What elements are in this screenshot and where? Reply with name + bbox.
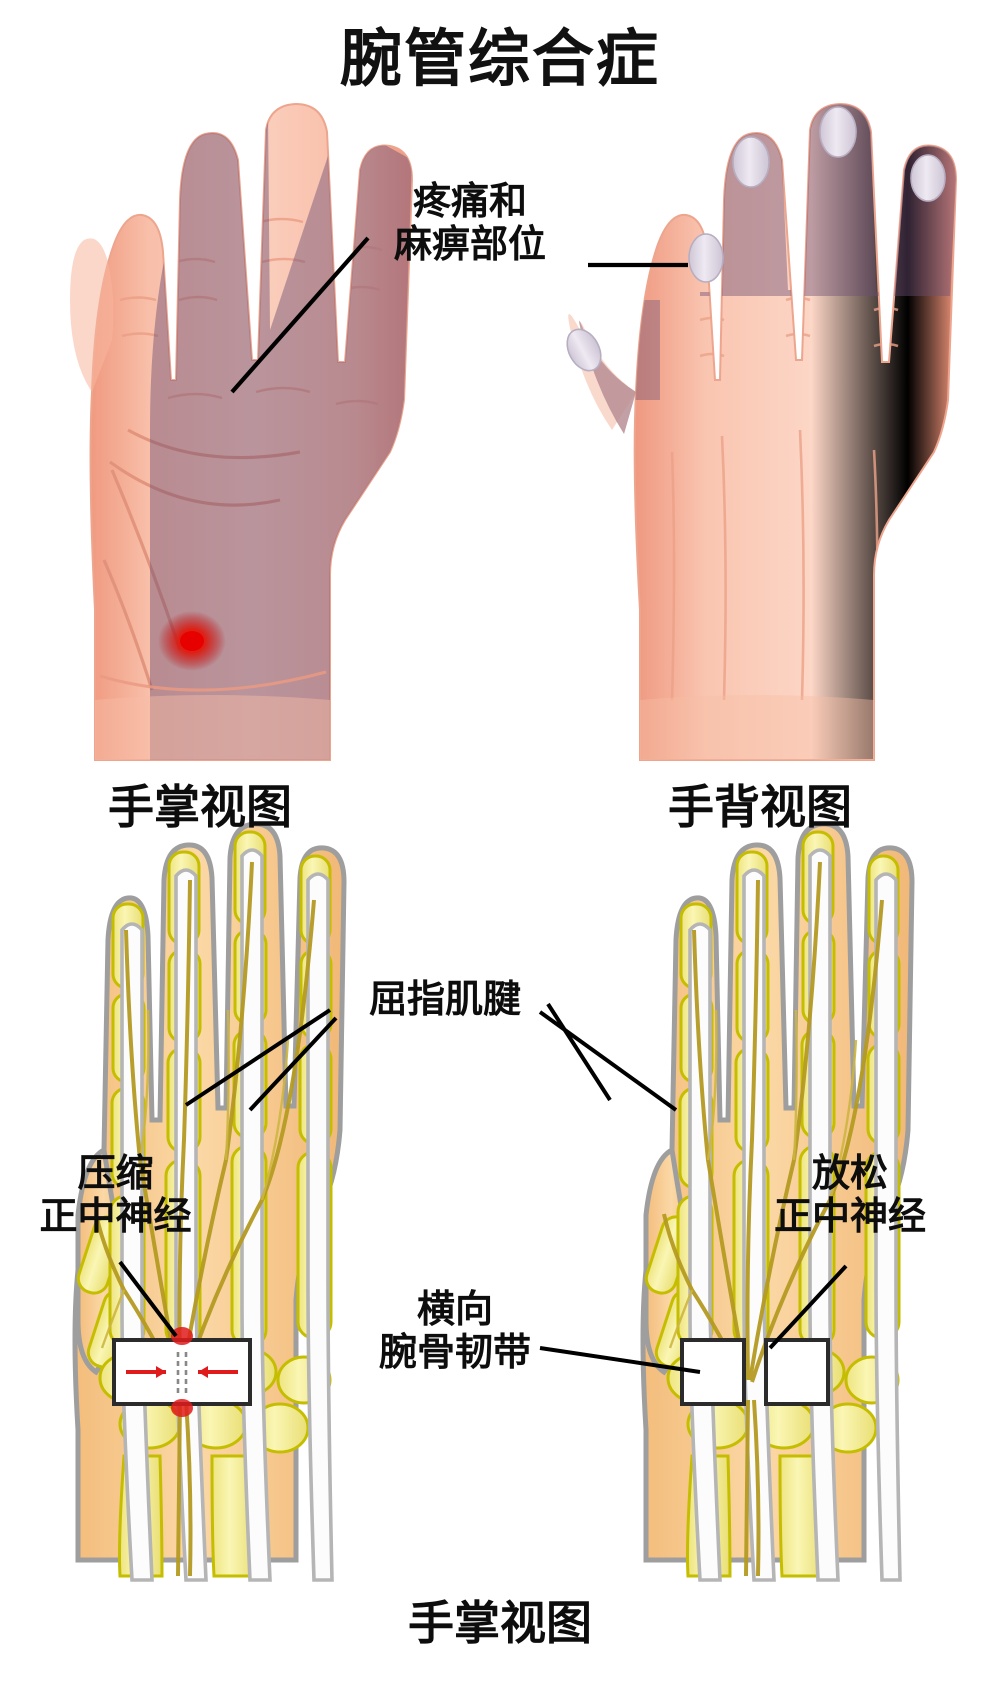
transverse-carpal-ligament-right (680, 1338, 830, 1406)
leader-line-flexor-left-a (184, 1008, 332, 1107)
label-flexor-tendons: 屈指肌腱 (368, 977, 521, 1021)
page-title: 腕管综合症 (339, 22, 660, 95)
leader-line-flexor-left-b (248, 1016, 338, 1112)
label-released-median-nerve: 放松 正中神经 (773, 1151, 926, 1238)
dorsal-hand-figure (566, 102, 958, 761)
leader-line-compressed-nerve (118, 1260, 178, 1338)
label-compressed-median-nerve: 压缩 正中神经 (39, 1151, 192, 1238)
label-pain-area: 疼痛和 麻痹部位 (393, 179, 546, 266)
anatomy-hand-right (538, 821, 915, 1582)
anatomy-hand-left (72, 821, 347, 1582)
label-palm-view: 手掌视图 (108, 780, 292, 834)
leader-line-ligament (539, 1346, 701, 1374)
label-dorsal-view: 手背视图 (668, 780, 852, 834)
label-transverse-carpal-ligament: 横向 腕骨韧带 (378, 1287, 531, 1374)
compression-arrow-icon (126, 1352, 238, 1394)
label-bottom-palm-view: 手掌视图 (408, 1596, 592, 1650)
transverse-carpal-ligament-left (112, 1327, 252, 1417)
leader-line-pain-palm (230, 236, 370, 394)
fingernail-group (566, 106, 946, 372)
red-pain-spot-icon (158, 611, 226, 671)
leader-line-released-nerve (768, 1264, 848, 1350)
leader-line-flexor-right-b (546, 1002, 612, 1102)
